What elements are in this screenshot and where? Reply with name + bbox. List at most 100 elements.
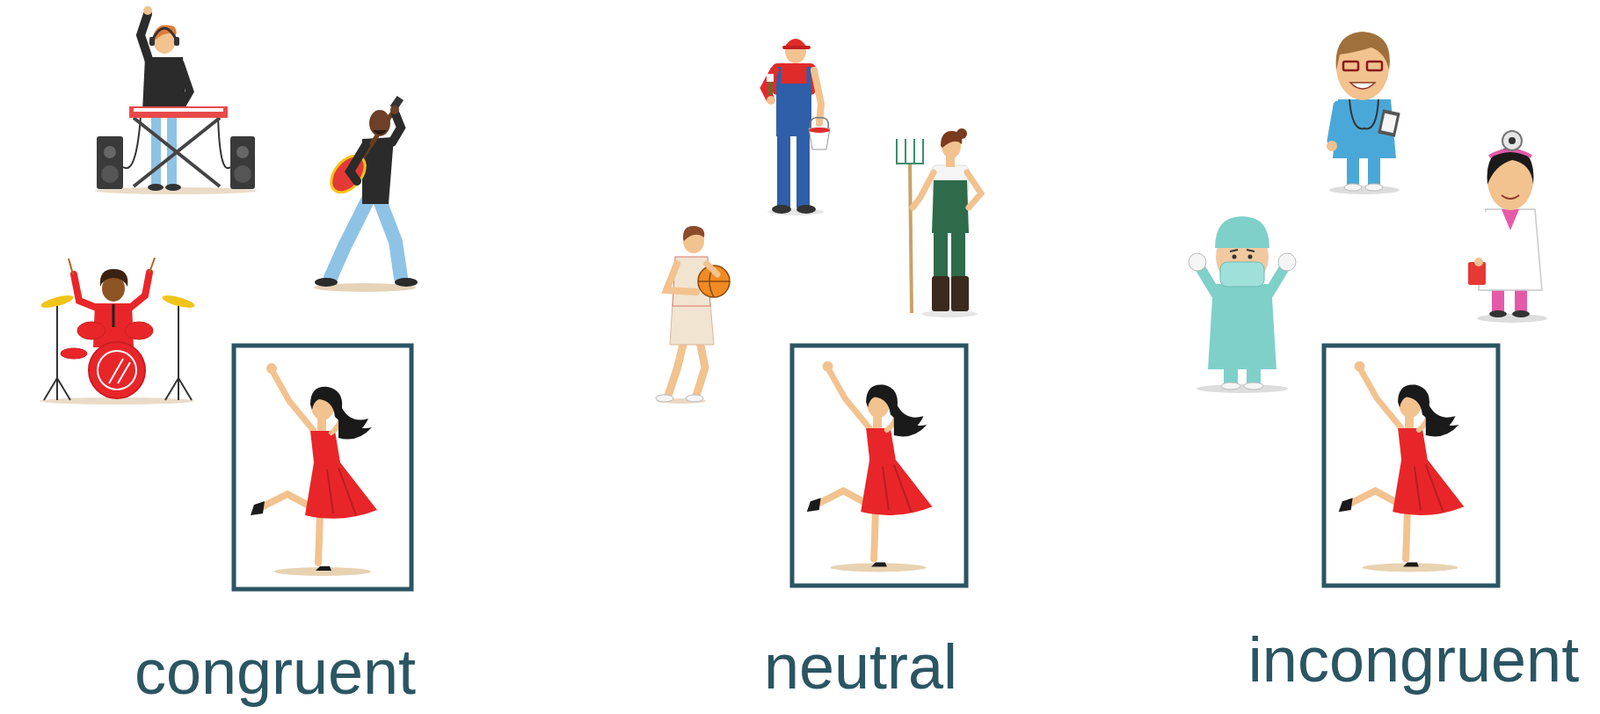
bass-drum-stripe [109,358,131,384]
glove [1188,253,1207,271]
shoe [655,394,674,402]
head [369,109,391,137]
target-frame [233,345,412,590]
drumstick [149,257,155,273]
shoe [1489,310,1507,318]
arm [1200,269,1216,294]
keyboard-stand [133,117,220,187]
snare-drum [60,348,88,359]
headphones [149,36,155,46]
drumstick [68,258,73,275]
speaker-cone [236,145,249,159]
target-frame [1323,345,1499,586]
hair [1336,31,1390,71]
jeans-leg [379,200,401,278]
hand [1474,257,1484,267]
arm [666,263,697,292]
head-mirror [1502,130,1522,151]
bass-drum-ring [97,350,137,390]
arm [1268,269,1284,294]
leg [668,341,684,396]
shoe [1344,183,1362,191]
head [785,38,807,64]
paint-bucket [808,128,830,150]
speaker-cone [103,145,117,159]
scrubs [1332,99,1397,159]
pitchfork-tines [896,138,924,164]
shirt [1501,209,1520,231]
clipboard [1377,109,1400,138]
surgical-mask [1220,261,1265,287]
tom-drum [124,321,153,340]
overalls [931,180,969,233]
shorts [669,303,714,345]
hair [152,25,177,42]
surgical-cap [1214,216,1270,248]
nurse-figure [1326,31,1401,195]
shoe [314,277,338,287]
basketball-player-figure [655,225,730,404]
tom-drum [77,321,106,340]
head [152,25,176,54]
condition-label: neutral [763,634,958,699]
floor-shadow [921,310,978,318]
headphones [152,28,177,41]
arm [349,145,366,182]
target-dancer [1338,361,1465,573]
arm [967,172,982,208]
cymbal-stand [56,303,59,400]
clipboard-paper [1381,113,1397,133]
overall-leg [796,131,810,208]
hair [100,269,129,287]
arm [130,272,150,308]
hair [683,225,705,241]
arm [180,63,190,104]
eyebrow [1229,249,1255,252]
arm [392,114,401,143]
arm [814,70,822,124]
hand [1326,140,1338,152]
keyboard-keys [133,108,224,112]
shoe [685,394,704,402]
farmer-figure [896,128,982,318]
leg [1367,153,1381,188]
surgeon-figure [1188,216,1296,393]
lab-coat [1478,209,1542,291]
cap-brim [782,45,811,50]
overall-leg [777,131,791,208]
shoe [1221,382,1241,390]
pitchfork-handle [909,162,912,313]
boot [931,276,950,312]
dj-figure [94,6,257,195]
guitarist-figure [313,95,418,292]
speaker-cone [233,165,252,183]
jeans-leg [330,200,368,278]
shoe [147,183,164,191]
paint [808,127,830,133]
cymbal [160,292,196,310]
hair [1487,147,1535,185]
mouth [1501,195,1520,199]
arm [73,274,97,308]
speaker-cone [101,165,119,183]
cymbal-stand [165,378,192,400]
boot [951,276,969,312]
shoe [1512,310,1530,318]
cymbal-stand [177,303,180,400]
leg [1346,153,1360,188]
condition-label: incongruent [1248,627,1579,691]
shoe [1365,183,1383,191]
glasses [1367,61,1382,71]
keyboard-stand [133,117,220,187]
floor-shadow [1476,313,1548,323]
tie [112,304,116,328]
bass-drum [88,341,146,399]
head-band [1489,150,1532,157]
glasses [1343,61,1359,71]
glove [1278,253,1296,271]
arm [706,263,718,275]
shoe [165,183,182,191]
